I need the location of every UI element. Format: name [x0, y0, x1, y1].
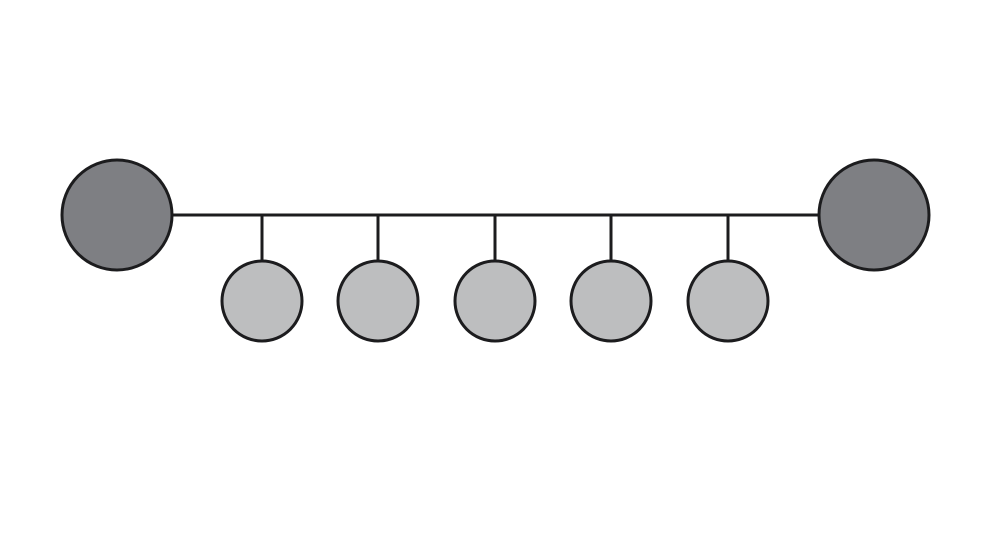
left-terminal: [60, 158, 174, 272]
node-3: [453, 259, 537, 343]
connection-lines: [117, 213, 874, 261]
node-1: [220, 259, 304, 343]
node-2: [336, 259, 420, 343]
right-terminal: [817, 158, 931, 272]
diagram-nodes: [60, 158, 931, 343]
node-5: [686, 259, 770, 343]
node-4: [569, 259, 653, 343]
